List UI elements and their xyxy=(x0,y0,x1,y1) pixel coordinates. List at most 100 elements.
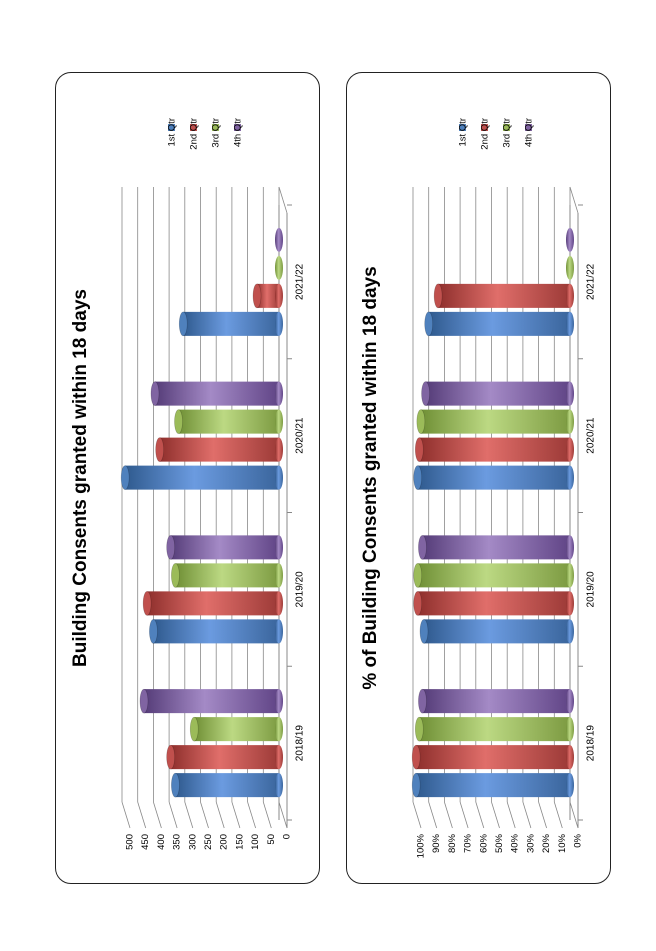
tick-label-percent: 30% xyxy=(525,833,536,853)
bar-body xyxy=(438,283,570,308)
bar-body xyxy=(183,311,279,336)
bar-count-1st-qtr-2020-21 xyxy=(120,465,283,490)
bar-base xyxy=(566,409,574,434)
bar-cap xyxy=(171,563,180,588)
bar-body xyxy=(417,563,570,588)
bar-count-1st-qtr-2018-19 xyxy=(171,772,283,798)
chart-percent: % of Building Consents granted within 18… xyxy=(360,118,597,858)
gridline-side-percent xyxy=(522,801,532,829)
gridline-side-count xyxy=(137,801,147,829)
bar-cap xyxy=(418,535,427,560)
bar-body xyxy=(419,437,570,462)
category-label-count: 2018/19 xyxy=(295,725,306,762)
bar-base xyxy=(275,745,283,770)
category-label-count: 2020/21 xyxy=(295,417,306,454)
gridline-side-percent xyxy=(444,801,453,829)
gridline-side-count xyxy=(153,801,162,829)
tick-label-count: 450 xyxy=(140,834,151,850)
bar-count-3rd-qtr-2020-21 xyxy=(174,409,283,434)
bar-cap xyxy=(139,688,149,714)
bar-count-3rd-qtr-2018-19 xyxy=(189,716,283,742)
bar-percent-4th-qtr-2018-19 xyxy=(418,688,574,714)
gridline-side-percent xyxy=(428,801,438,829)
bar-percent-2nd-qtr-2018-19 xyxy=(411,744,574,770)
bar-base xyxy=(275,381,283,406)
bar-cap xyxy=(166,535,175,560)
category-label-percent: 2019/20 xyxy=(586,571,597,608)
bar-cap xyxy=(166,744,175,770)
axis-top-count xyxy=(278,186,288,214)
bar-body xyxy=(423,619,570,644)
bar-cap xyxy=(566,227,574,252)
bar-count-3rd-qtr-2019-20 xyxy=(171,563,283,588)
legend-label-count: 3rd Qtr xyxy=(211,118,222,148)
bar-body xyxy=(170,745,279,770)
bar-cap xyxy=(433,283,443,309)
tick-label-count: 150 xyxy=(234,834,245,850)
tick-label-percent: 60% xyxy=(478,833,489,853)
bar-cap xyxy=(411,772,421,798)
bar-percent-1st-qtr-2020-21 xyxy=(413,465,574,490)
bar-count-4th-qtr-2018-19 xyxy=(139,688,283,714)
bar-body xyxy=(416,773,570,798)
bar-body xyxy=(154,381,279,406)
legend-label-percent: 2nd Qtr xyxy=(480,118,491,150)
gridline-side-count xyxy=(262,801,272,829)
tick-label-count: 500 xyxy=(125,834,136,850)
tick-label-count: 250 xyxy=(203,834,214,850)
bar-cap xyxy=(413,465,423,490)
bar-base xyxy=(275,689,283,714)
bar-cap xyxy=(413,591,423,616)
bar-cap xyxy=(252,283,262,309)
bar-body xyxy=(422,689,570,714)
bar-percent-4th-qtr-2019-20 xyxy=(418,535,574,560)
bar-cap xyxy=(418,688,427,714)
bar-count-4th-qtr-2021-22 xyxy=(275,227,283,252)
legend-label-count: 1st Qtr xyxy=(167,118,178,147)
gridline-side-count xyxy=(247,801,256,829)
bar-cap xyxy=(120,465,130,490)
tick-label-count: 400 xyxy=(156,834,167,850)
gridline-side-count xyxy=(200,801,209,829)
chart-count: Building Consents granted within 18 days… xyxy=(70,118,306,850)
bar-body xyxy=(419,717,570,742)
bar-cap xyxy=(150,381,160,406)
bar-base xyxy=(566,717,574,742)
tick-label-count: 200 xyxy=(219,834,230,850)
legend-label-count: 2nd Qtr xyxy=(189,118,200,150)
bar-cap xyxy=(275,227,283,252)
bar-cap xyxy=(155,437,164,462)
bar-count-4th-qtr-2019-20 xyxy=(166,535,283,560)
axis-top-percent xyxy=(569,186,579,214)
bar-cap xyxy=(416,409,426,434)
bar-percent-2nd-qtr-2020-21 xyxy=(414,437,574,462)
bar-cap xyxy=(142,591,152,616)
bar-base xyxy=(566,773,574,798)
tick-label-percent: 100% xyxy=(416,833,427,858)
tick-label-percent: 10% xyxy=(557,833,568,853)
bar-percent-1st-qtr-2019-20 xyxy=(419,619,574,644)
bar-cap xyxy=(421,381,430,406)
gridline-side-count xyxy=(168,801,178,829)
bar-base xyxy=(566,437,574,462)
bar-base xyxy=(275,591,283,616)
tick-label-percent: 20% xyxy=(541,833,552,853)
legend-swatch-percent xyxy=(481,124,488,131)
gridline-side-percent xyxy=(553,801,563,829)
category-label-percent: 2018/19 xyxy=(586,725,597,762)
bar-cap xyxy=(178,311,188,337)
bar-base xyxy=(275,283,283,308)
tick-label-count: 350 xyxy=(172,834,183,850)
bar-base xyxy=(566,311,574,336)
tick-label-percent: 0% xyxy=(573,833,584,847)
bar-base xyxy=(275,619,283,644)
bar-cap xyxy=(419,619,429,644)
bar-base xyxy=(566,283,574,308)
bar-body xyxy=(422,535,570,560)
bar-percent-1st-qtr-2021-22 xyxy=(424,311,574,337)
bar-cap xyxy=(411,744,421,770)
bar-cap xyxy=(424,311,434,337)
tick-label-count: 50 xyxy=(266,834,277,845)
bar-base xyxy=(275,465,283,490)
bar-base xyxy=(566,619,574,644)
